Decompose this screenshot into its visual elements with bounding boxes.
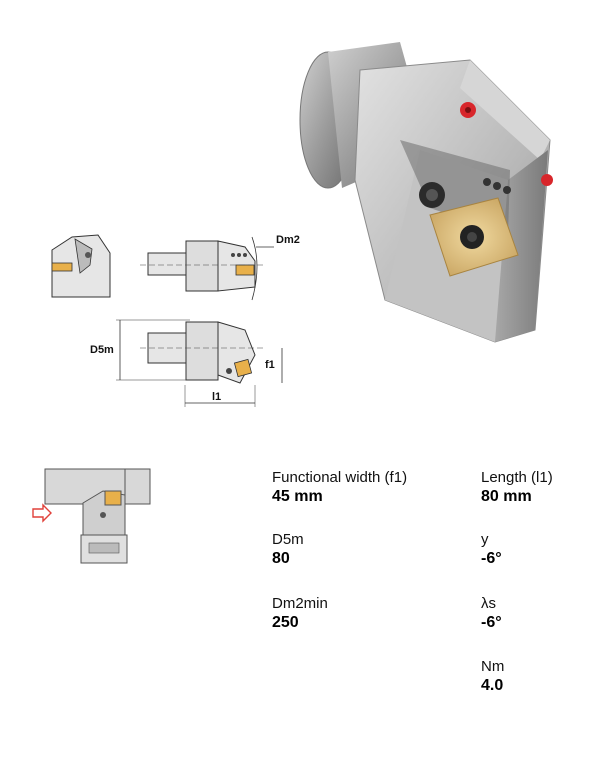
side-view: Dm2 (140, 234, 300, 301)
spec-value: 4.0 (481, 677, 504, 694)
top-view: D5m f1 l1 (90, 319, 283, 407)
spec-value: 250 (272, 614, 299, 631)
application-icon (25, 465, 160, 575)
spec-functional-width: Functional width (f1) 45 mm (272, 469, 407, 506)
spec-y: y -6° (481, 531, 502, 568)
spec-label: λs (481, 595, 496, 612)
f1-label: f1 (265, 359, 275, 371)
spec-label: Nm (481, 658, 505, 675)
spec-label: Functional width (f1) (272, 469, 408, 486)
direction-arrow-icon (32, 503, 52, 523)
spec-value: -6° (481, 550, 502, 567)
spec-value: 80 (272, 550, 290, 567)
end-view (51, 234, 111, 298)
spec-label: y (481, 531, 489, 548)
spec-label: D5m (272, 531, 304, 548)
spec-dm2min: Dm2min 250 (272, 595, 328, 632)
spec-label: Length (l1) (481, 469, 553, 486)
spec-value: 45 mm (272, 488, 323, 505)
l1-label: l1 (212, 391, 221, 403)
spec-value: 80 mm (481, 488, 532, 505)
spec-lambda-s: λs -6° (481, 595, 502, 632)
dm2-label: Dm2 (276, 234, 300, 246)
spec-d5m: D5m 80 (272, 531, 304, 568)
spec-nm: Nm 4.0 (481, 658, 504, 695)
technical-drawing: Dm2 D5m f1 l1 (40, 225, 320, 415)
spec-label: Dm2min (272, 595, 328, 612)
spec-length: Length (l1) 80 mm (481, 469, 553, 506)
d5m-label: D5m (90, 344, 114, 356)
spec-value: -6° (481, 614, 502, 631)
product-photo (280, 30, 580, 350)
